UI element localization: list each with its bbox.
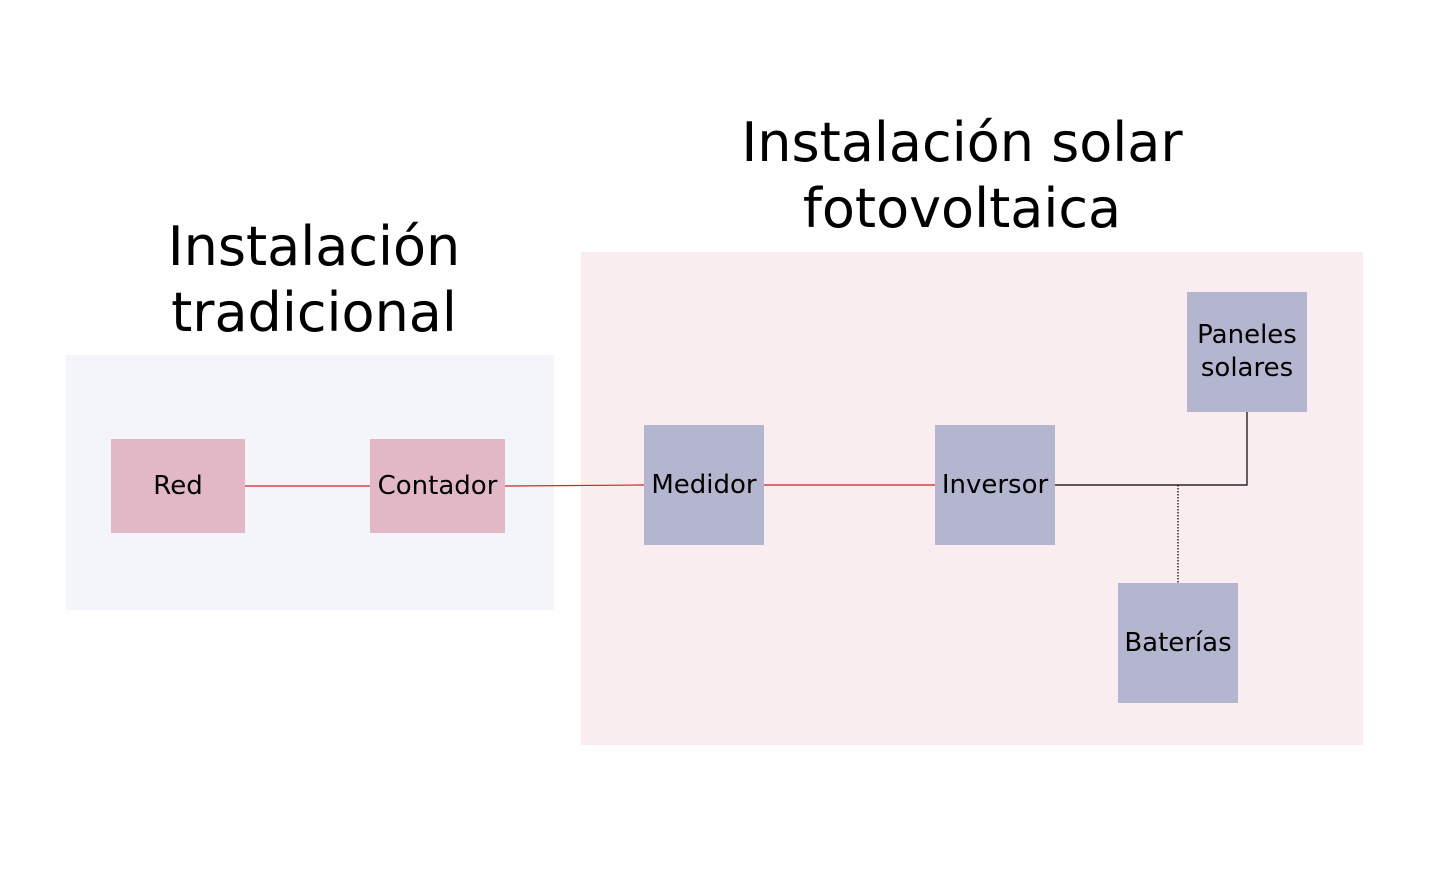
solar-title-line-2: fotovoltaica — [802, 177, 1122, 240]
baterias-label: Baterías — [1124, 627, 1232, 658]
solar-installation-title: Instalación solar fotovoltaica — [652, 110, 1272, 242]
paneles-label-line-1: Paneles — [1197, 320, 1297, 350]
traditional-installation-title: Instalación tradicional — [66, 214, 562, 346]
medidor-label: Medidor — [651, 469, 757, 500]
medidor-node: Medidor — [644, 425, 764, 545]
traditional-title-line-2: tradicional — [171, 281, 457, 344]
paneles-solares-node: Paneles solares — [1187, 292, 1307, 412]
baterias-node: Baterías — [1118, 583, 1238, 703]
contador-node: Contador — [370, 439, 505, 533]
red-node: Red — [111, 439, 245, 533]
inversor-label: Inversor — [941, 469, 1049, 500]
inversor-node: Inversor — [935, 425, 1055, 545]
paneles-label-line-2: solares — [1200, 353, 1294, 383]
traditional-title-line-1: Instalación — [167, 215, 461, 278]
red-label: Red — [153, 470, 203, 501]
contador-label: Contador — [377, 470, 498, 501]
solar-title-line-1: Instalación solar — [741, 111, 1183, 174]
